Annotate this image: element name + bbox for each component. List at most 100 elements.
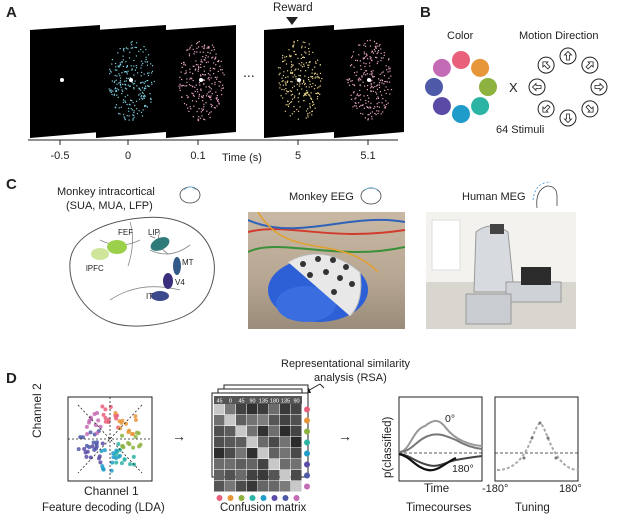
stimulus-dot bbox=[189, 68, 191, 70]
stimulus-dot bbox=[114, 69, 116, 71]
data-point bbox=[111, 455, 116, 460]
stimulus-dot bbox=[116, 69, 118, 71]
stimulus-dot bbox=[150, 98, 152, 100]
stimulus-dot bbox=[198, 82, 201, 84]
stimulus-dot bbox=[147, 74, 150, 77]
stimulus-dot bbox=[123, 71, 126, 73]
stimulus-dot bbox=[210, 95, 212, 97]
stimulus-dot bbox=[136, 85, 138, 87]
stimulus-dot bbox=[308, 86, 310, 88]
stimulus-dot bbox=[203, 83, 205, 85]
stimulus-dot bbox=[147, 80, 149, 82]
stimulus-dot bbox=[119, 113, 121, 115]
matrix-cell bbox=[269, 415, 280, 426]
panel-d-letter: D bbox=[6, 370, 17, 387]
matrix-cell bbox=[280, 459, 291, 470]
stimulus-dot bbox=[218, 103, 220, 105]
stimulus-dot bbox=[131, 81, 133, 84]
stimulus-dot bbox=[371, 115, 373, 118]
stimulus-dot bbox=[388, 66, 390, 68]
stimulus-dot bbox=[287, 80, 289, 82]
data-point bbox=[102, 448, 107, 453]
stimulus-dot bbox=[386, 69, 388, 71]
stimulus-dot bbox=[208, 46, 210, 48]
stimulus-dot bbox=[138, 98, 141, 100]
stimulus-dot bbox=[216, 97, 218, 99]
stimulus-dot bbox=[383, 104, 385, 106]
stimulus-dot bbox=[311, 100, 314, 103]
stimulus-dot bbox=[297, 118, 299, 120]
stimulus-dot bbox=[124, 100, 126, 102]
stimulus-dot bbox=[291, 65, 293, 67]
color-title: Color bbox=[447, 30, 474, 42]
fixation-dot bbox=[297, 78, 301, 82]
stimulus-dot bbox=[361, 75, 363, 77]
stimulus-dot bbox=[359, 84, 361, 87]
stimulus-dot bbox=[302, 80, 305, 82]
stimulus-dot bbox=[375, 114, 377, 116]
stimulus-dot bbox=[363, 107, 365, 109]
stimulus-dot bbox=[221, 69, 223, 71]
stimulus-dot bbox=[369, 65, 371, 67]
tuning-right-label: 180° bbox=[559, 483, 582, 495]
stimulus-dot bbox=[186, 85, 188, 87]
stimulus-dot bbox=[198, 97, 200, 99]
stimulus-dot bbox=[119, 64, 121, 66]
stimulus-dot bbox=[141, 64, 143, 66]
stimulus-dot bbox=[383, 52, 385, 54]
data-point bbox=[85, 432, 90, 437]
stimulus-dot bbox=[223, 74, 225, 76]
stimulus-dot bbox=[314, 84, 316, 86]
stimulus-dot bbox=[356, 93, 359, 95]
stimulus-dot bbox=[354, 102, 356, 104]
stimulus-dot bbox=[313, 103, 315, 105]
stimulus-dot bbox=[374, 85, 376, 88]
stimulus-frame-1 bbox=[30, 25, 100, 138]
stimulus-dot bbox=[301, 45, 303, 47]
data-point bbox=[134, 430, 139, 435]
stimulus-dot bbox=[283, 60, 285, 62]
stimulus-dot bbox=[364, 85, 366, 87]
stimulus-dot bbox=[368, 114, 370, 116]
matrix-cell bbox=[225, 415, 236, 426]
stimulus-dot bbox=[204, 57, 207, 59]
fixation-dot bbox=[367, 78, 371, 82]
stimulus-dot bbox=[365, 70, 368, 72]
stimulus-dot bbox=[303, 63, 305, 65]
matrix-cell bbox=[225, 404, 236, 415]
stimulus-dot bbox=[380, 48, 382, 50]
stimulus-dot bbox=[211, 44, 214, 46]
stimulus-dot bbox=[372, 70, 374, 72]
stimulus-dot bbox=[207, 56, 209, 58]
stimulus-dot bbox=[198, 93, 201, 95]
stimulus-dot bbox=[304, 92, 307, 94]
stimulus-dot bbox=[376, 105, 378, 108]
stimulus-dot bbox=[290, 55, 292, 57]
stimulus-dot bbox=[389, 93, 391, 95]
matrix-cell bbox=[258, 404, 269, 415]
stimulus-dot bbox=[309, 61, 311, 63]
stimulus-dot bbox=[150, 63, 152, 65]
stimulus-dot bbox=[388, 58, 390, 60]
mt-label: MT bbox=[182, 258, 194, 267]
stimulus-dot bbox=[193, 95, 195, 97]
row-color-dot bbox=[304, 439, 310, 446]
stimulus-dot bbox=[217, 98, 219, 101]
stimulus-dot bbox=[317, 77, 319, 79]
matrix-cell bbox=[269, 404, 280, 415]
stimulus-dot bbox=[380, 57, 382, 59]
stimulus-dot bbox=[130, 42, 132, 44]
stimulus-dot bbox=[351, 55, 354, 57]
stimulus-dot bbox=[291, 98, 294, 100]
stimulus-dot bbox=[133, 111, 135, 114]
matrix-cell bbox=[236, 448, 247, 459]
matrix-cell bbox=[258, 470, 269, 481]
stimulus-dot bbox=[138, 50, 140, 52]
color-swatch bbox=[432, 97, 451, 116]
stimulus-dot bbox=[376, 62, 378, 65]
stimulus-dot bbox=[366, 94, 369, 97]
it-label: IT bbox=[146, 292, 154, 301]
stimulus-dot bbox=[109, 90, 111, 92]
stimulus-dot bbox=[293, 50, 295, 52]
